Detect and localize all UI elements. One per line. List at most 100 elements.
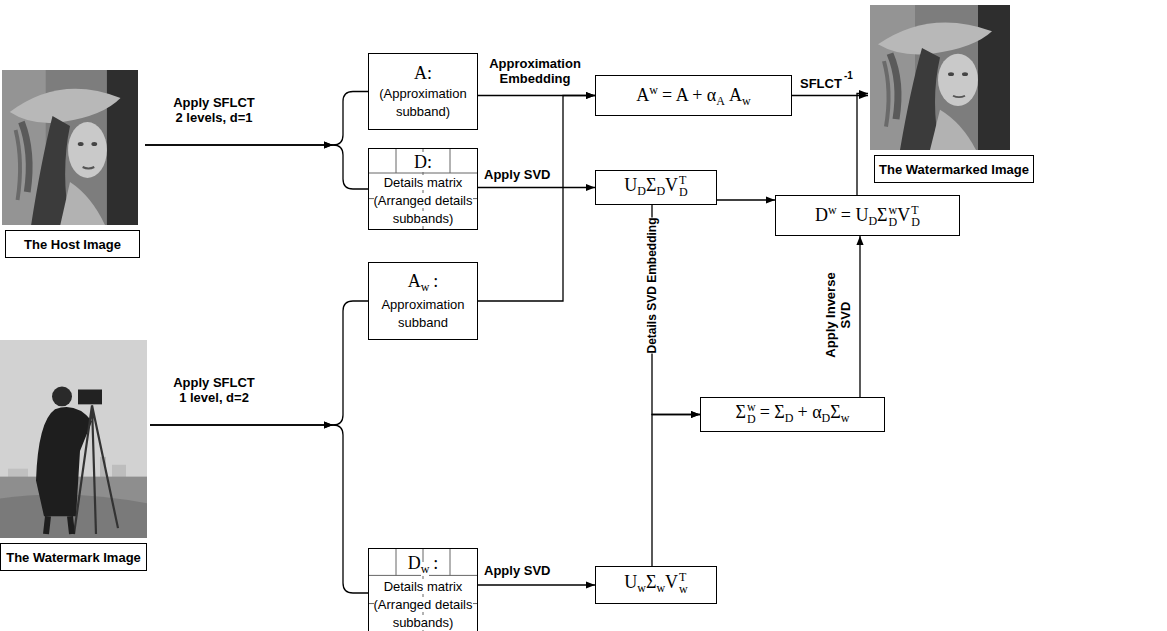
connector-line: [478, 187, 595, 188]
text-group: UwΣwVTw: [624, 571, 688, 599]
host-photo: [2, 70, 138, 225]
text-group: Aw:Approximation subband: [373, 271, 473, 331]
text-line: Details matrix (Arranged details subband…: [373, 577, 473, 631]
subband-box: D:Details matrix (Arranged details subba…: [368, 148, 478, 230]
caption-text: The Watermarked Image: [879, 162, 1029, 177]
connector-line: [478, 96, 595, 302]
formula-part: A: [636, 85, 649, 105]
connector: [478, 585, 595, 586]
formula-part: V: [897, 205, 910, 225]
formula-part: D: [785, 411, 794, 425]
grid-line: [396, 149, 397, 173]
formula-part: + α: [798, 402, 822, 422]
box-heading: D:: [414, 152, 432, 172]
box-heading: w: [421, 562, 430, 576]
text-line: Dw= UDΣwDVTD: [815, 199, 920, 232]
formula-box: Aw= A + αAAw: [595, 75, 792, 116]
connector: [150, 301, 368, 425]
text-line: (Approximation subband): [373, 84, 473, 120]
connector: [478, 187, 595, 188]
formula-part: D: [637, 184, 646, 198]
caption-box: The Watermark Image: [0, 543, 147, 571]
formula-part: Σ: [646, 175, 656, 195]
caption-text: The Watermark Image: [6, 550, 141, 565]
formula-part: D: [656, 184, 665, 198]
text-line: Details matrix (Arranged details subband…: [373, 173, 473, 227]
box-text: Details matrix (Arranged details subband…: [374, 579, 473, 630]
image-panel: The Watermarked Image: [868, 5, 1036, 183]
formula-part: T: [911, 204, 920, 216]
connector: [857, 94, 868, 196]
grid-line: [450, 549, 451, 575]
formula-part: U: [624, 175, 637, 195]
connector-line: [859, 236, 860, 397]
split-brace: [333, 301, 368, 425]
box-heading: A:: [414, 63, 432, 83]
text-line: UDΣDVTD: [624, 174, 688, 202]
text-group: Aw= A + αAAw: [636, 79, 750, 112]
formula-part: D: [815, 205, 828, 225]
formula-part: D: [868, 214, 877, 228]
text-group: Dw:Details matrix (Arranged details subb…: [373, 553, 473, 631]
operator-label: SFLCT: [800, 76, 842, 91]
text-line: A:: [373, 63, 473, 84]
edge-label: Approximation Embedding: [485, 56, 585, 86]
grid-line: [396, 549, 397, 575]
stacked-index: wD: [889, 204, 898, 228]
text-line: Aw= A + αAAw: [636, 79, 750, 112]
connector: [860, 236, 861, 397]
formula-part: w: [841, 411, 850, 425]
text-group: A:(Approximation subband): [373, 63, 473, 120]
formula-part: = U: [841, 205, 869, 225]
formula-part: = A + α: [662, 85, 716, 105]
formula-part: w: [649, 83, 658, 97]
formula-box: ΣwD= ΣD+ αDΣw: [700, 397, 885, 432]
formula-part: = Σ: [760, 402, 785, 422]
connector: [150, 425, 368, 593]
text-line: ΣwD= ΣD+ αDΣw: [736, 401, 850, 429]
formula-part: D: [911, 216, 920, 228]
edge-label: Apply Inverse SVD: [823, 271, 853, 359]
connector-line: [857, 94, 868, 196]
text-line: D:: [373, 152, 473, 173]
formula-part: A: [716, 94, 725, 108]
edge-label: Apply SFLCT 1 level, d=2: [170, 375, 258, 405]
formula-part: w: [889, 204, 898, 216]
image-panel: The Host Image: [0, 70, 145, 258]
subband-box: Dw:Details matrix (Arranged details subb…: [368, 548, 478, 631]
stacked-index: wD: [747, 401, 756, 425]
formula-part: T: [679, 571, 688, 583]
image-panel: The Watermark Image: [0, 340, 150, 571]
connector-line: [717, 199, 775, 200]
connector-line: [478, 584, 595, 585]
box-heading: :: [433, 271, 438, 291]
text-group: D:Details matrix (Arranged details subba…: [373, 152, 473, 227]
formula-part: D: [747, 413, 756, 425]
split-brace: [333, 92, 368, 146]
grid-line: [450, 149, 451, 173]
split-brace: [333, 425, 368, 593]
formula-part: Σ: [877, 205, 887, 225]
connector-line: [150, 424, 333, 425]
box-text: Approximation subband: [381, 297, 464, 330]
formula-part: w: [637, 581, 646, 595]
watermarked-photo: [870, 5, 1010, 150]
formula-part: D: [679, 186, 688, 198]
stacked-index: TD: [911, 204, 920, 228]
connector: [145, 145, 368, 189]
formula-box: UDΣDVTD: [595, 170, 717, 205]
text-line: UwΣwVTw: [624, 571, 688, 599]
stacked-index: Tw: [679, 571, 688, 595]
operator-label: -1: [844, 70, 853, 81]
formula-part: Σ: [736, 402, 746, 422]
formula-part: w: [742, 94, 751, 108]
box-heading: w: [421, 280, 430, 294]
box-heading: D: [408, 553, 421, 573]
connector: [478, 96, 595, 302]
text-group: UDΣDVTD: [624, 174, 688, 202]
formula-part: U: [624, 572, 637, 592]
connector: [145, 92, 368, 146]
formula-part: w: [828, 203, 837, 217]
text-line: Approximation subband: [373, 295, 473, 331]
